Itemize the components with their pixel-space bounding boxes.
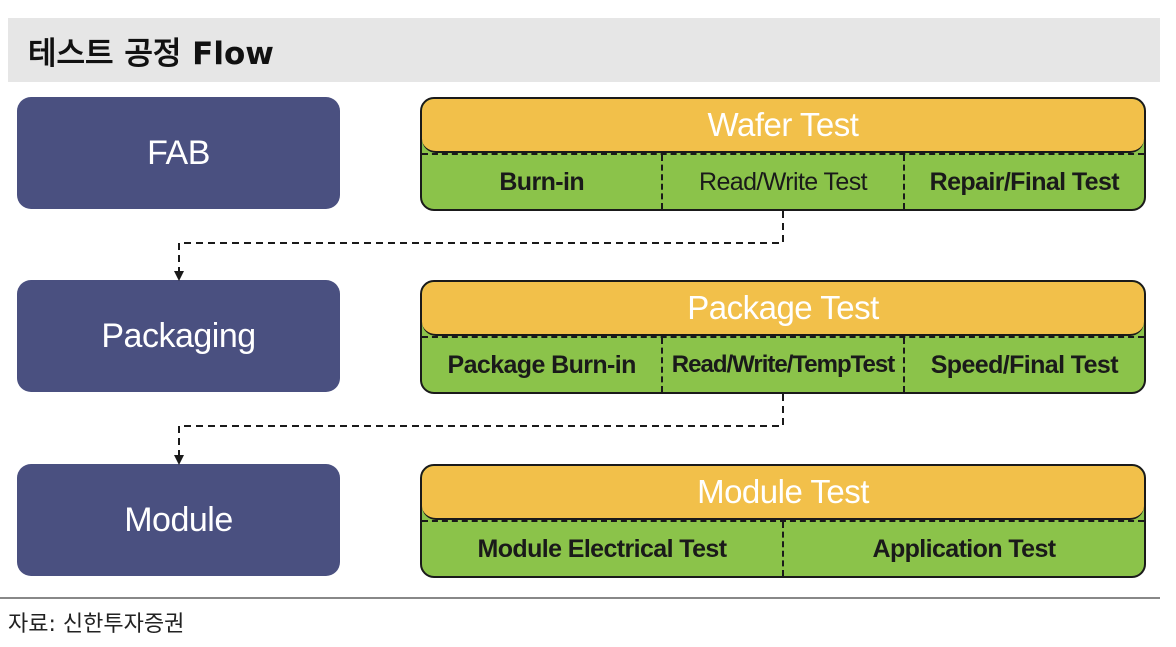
stage-module: Module	[17, 464, 340, 576]
package-test-steps: Package Burn-in Read/Write/TempTest Spee…	[422, 336, 1144, 392]
source-note: 자료: 신한투자증권	[8, 612, 185, 637]
module-test-steps: Module Electrical Test Application Test	[422, 520, 1144, 576]
package-test-box: Package Test Package Burn-in Read/Write/…	[420, 280, 1146, 394]
step-module-electrical-test: Module Electrical Test	[477, 534, 728, 563]
module-test-box: Module Test Module Electrical Test Appli…	[420, 464, 1146, 578]
connector-wafer-to-packaging	[174, 211, 784, 281]
package-test-header: Package Test	[422, 282, 1144, 336]
step-read-write-test: Read/Write Test	[661, 155, 902, 209]
wafer-test-header: Wafer Test	[422, 99, 1144, 153]
module-test-header: Module Test	[422, 466, 1144, 520]
stage-fab: FAB	[17, 97, 340, 209]
source-divider	[0, 597, 1160, 599]
step-repair-final-test: Repair/Final Test	[902, 155, 1144, 209]
step-speed-final-test: Speed/Final Test	[902, 338, 1144, 392]
step-read-write-temp-test: Read/Write/TempTest	[661, 338, 902, 392]
wafer-test-box: Wafer Test Burn-in Read/Write Test Repai…	[420, 97, 1146, 211]
connector-package-to-module	[174, 394, 784, 465]
stage-packaging: Packaging	[17, 280, 340, 392]
step-application-test: Application Test	[782, 522, 1144, 576]
step-package-burn-in: Package Burn-in	[447, 350, 637, 379]
page-title: 테스트 공정 Flow	[8, 18, 1160, 82]
wafer-test-steps: Burn-in Read/Write Test Repair/Final Tes…	[422, 153, 1144, 209]
step-burn-in: Burn-in	[499, 167, 584, 196]
